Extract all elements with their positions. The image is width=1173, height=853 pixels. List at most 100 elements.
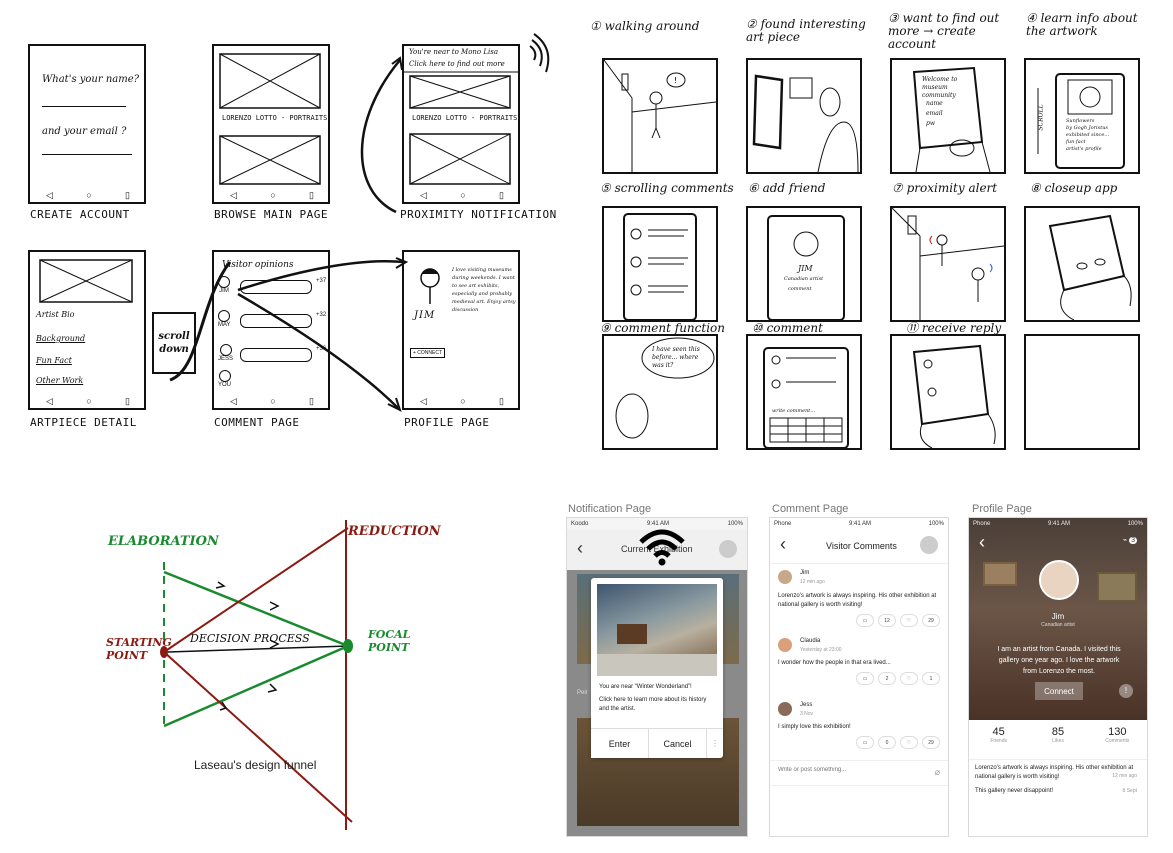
sb-walking-scene: ! (603, 59, 717, 172)
cancel-button[interactable]: Cancel (649, 729, 707, 758)
avatar (778, 638, 792, 652)
back-arrow-icon[interactable]: ‹ (577, 538, 583, 558)
profile-name: Jim (1051, 612, 1065, 621)
comment-input-bar: ⌀ (770, 760, 948, 786)
sb-caption-7: ⑦ proximity alert (892, 181, 998, 195)
reply-icon[interactable]: ▭ (856, 736, 874, 749)
popup-actions: Enter Cancel ⋮ (591, 728, 723, 758)
wf-caption-artpiece: ARTPIECE DETAIL (30, 416, 137, 429)
funnel-caption: Laseau's design funnel (194, 758, 317, 772)
wireframe-artpiece: Artist Bio Background Fun Fact Other Wor… (28, 250, 146, 410)
avatar-icon[interactable] (719, 540, 737, 558)
sb-caption-1: ① walking around (590, 19, 700, 33)
notification-page-title: Notification Page (568, 503, 652, 515)
recent-icon: ▯ (499, 396, 504, 406)
wf-prox-line1: You're near to Mono Lisa (409, 48, 499, 56)
stat-likes[interactable]: 85 Likes (1051, 726, 1065, 744)
sb-artwork-info-scene (1037, 73, 1125, 169)
reply-count: 12 (878, 614, 896, 627)
enter-button[interactable]: Enter (591, 729, 649, 758)
wf-nav-bar: ◁ ○ ▯ (420, 396, 504, 407)
like-count: 1 (922, 672, 940, 685)
recent-icon: ▯ (125, 396, 130, 406)
sb-comment-scene (763, 347, 849, 449)
sb-scroll-comments-scene (623, 213, 697, 321)
wf-count-2: +36 (316, 346, 327, 352)
comment-page-title: Comment Page (772, 503, 849, 515)
wf-connect-button[interactable]: + CONNECT (410, 348, 446, 358)
recent-icon: ▯ (309, 396, 314, 406)
wf-nav-bar: ◁○▯ (46, 396, 130, 407)
wf-browse-placeholders (219, 53, 321, 185)
sb-comment-label: comment (788, 286, 812, 292)
more-icon[interactable]: ! (1119, 684, 1133, 698)
wf-caption-comment: COMMENT PAGE (214, 416, 300, 429)
sb-proximity-scene (891, 207, 1005, 320)
sb-caption-11: ⑪ receive reply (906, 321, 1002, 335)
wf-caption-create: CREATE ACCOUNT (30, 208, 130, 221)
wf-caption-proximity: PROXIMITY NOTIFICATION (400, 208, 557, 221)
recent-icon: ▯ (309, 190, 314, 200)
connect-button[interactable]: Connect (1035, 682, 1083, 700)
heart-icon[interactable]: ♡ (900, 614, 918, 627)
sb-caption-2: ② found interesting art piece (746, 17, 866, 44)
sb-comment-function-scene (615, 337, 715, 439)
stat-friends[interactable]: 45 Friends (990, 726, 1007, 744)
back-arrow-icon[interactable]: ‹ (780, 534, 786, 554)
sb-frame-9: I have seen this before... where was it? (602, 334, 718, 450)
profile-phone: Phone 9:41 AM 100% ‹ ⌁ 3 Jim Canadian ar… (968, 517, 1148, 837)
comment-item: Jim 12 min ago Lorenzo's artwork is alwa… (770, 564, 948, 634)
sb-add-friend-scene (767, 215, 845, 321)
more-icon[interactable]: ⋮ (711, 739, 719, 748)
wf-art-item-2: Fun Fact (36, 356, 72, 365)
wf-email-line (42, 154, 132, 155)
comment-time: Yesterday at 23:00 (800, 647, 842, 653)
notification-header: ‹ Current Exhibition (567, 530, 747, 570)
comment-author: Jim (800, 570, 810, 576)
reply-icon[interactable]: ▭ (856, 614, 874, 627)
sb-frame-2 (746, 58, 862, 174)
back-icon: ◁ (420, 396, 427, 406)
sb-frame-12-empty (1024, 334, 1140, 450)
wf-comment-box-1 (240, 314, 312, 328)
wf-count-1: +32 (316, 312, 327, 318)
recent-icon: ▯ (125, 190, 130, 200)
wf-user-1: MAY (218, 310, 231, 328)
sb-receive-reply-scene (912, 344, 996, 449)
bell-icon: ⌁ (1122, 537, 1128, 544)
comment-actions: ▭ 2 ♡ 1 (856, 672, 940, 685)
home-icon: ○ (460, 396, 466, 406)
funnel-decision-label: DECISION PROCESS (190, 632, 310, 645)
comment-actions: ▭ 0 ♡ 29 (856, 736, 940, 749)
reply-icon[interactable]: ▭ (856, 672, 874, 685)
reply-count: 0 (878, 736, 896, 749)
sb-email-label: email (926, 110, 943, 117)
proximity-popup[interactable]: You are near “Winter Wonderland”! Click … (591, 578, 723, 758)
like-count: 29 (922, 614, 940, 627)
home-icon: ○ (86, 190, 92, 200)
wf-profile-figure (420, 268, 440, 304)
back-arrow-icon[interactable]: ‹ (979, 532, 985, 552)
attach-icon[interactable]: ⌀ (934, 767, 940, 777)
comment-time: 3 Nov (800, 711, 814, 717)
wf-caption-profile: PROFILE PAGE (404, 416, 490, 429)
home-icon: ○ (270, 190, 276, 200)
notification-phone: Koodo 9:41 AM 100% ‹ Current Exhibition … (566, 517, 748, 837)
sb-caption-10: ⑩ comment (752, 321, 823, 335)
wireframe-create-account: What's your name? and your email ? ◁○▯ (28, 44, 146, 204)
wf-nav-bar: ◁ ○ ▯ (230, 190, 314, 201)
wf-art-item-0: Artist Bio (36, 310, 75, 319)
sb-frame-11 (890, 334, 1006, 450)
funnel-elaboration-label: ELABORATION (108, 534, 219, 549)
stat-comments[interactable]: 130 Comments (1105, 726, 1130, 744)
notification-badge[interactable]: ⌁ 3 (1122, 537, 1137, 544)
peek-text: Peir (577, 690, 588, 696)
home-icon: ○ (270, 396, 276, 406)
heart-icon[interactable]: ♡ (900, 736, 918, 749)
back-icon: ◁ (230, 190, 237, 200)
design-funnel-diagram (160, 520, 353, 830)
heart-icon[interactable]: ♡ (900, 672, 918, 685)
avatar-icon[interactable] (920, 536, 938, 554)
comment-input[interactable] (778, 767, 918, 773)
sb-frame-5 (602, 206, 718, 322)
